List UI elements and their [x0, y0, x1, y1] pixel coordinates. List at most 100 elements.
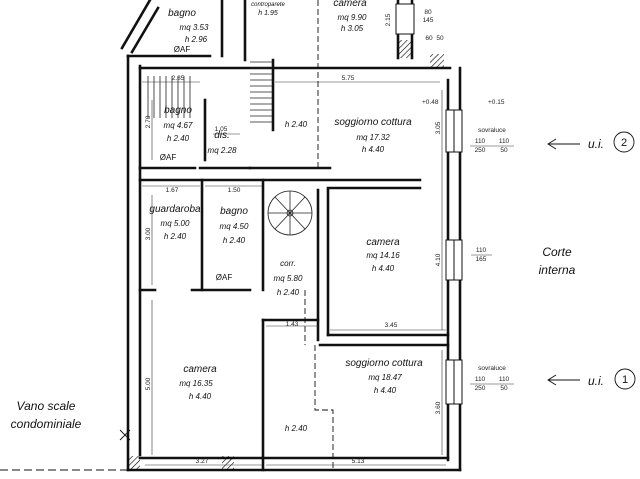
level-mark: +0.48 — [422, 99, 439, 106]
corte-title: Corte — [542, 245, 572, 259]
dimension: 3.27 — [196, 458, 209, 465]
dimension: 3.60 — [435, 401, 442, 414]
top-left-wing-wall — [120, 0, 152, 50]
dimension: 3.05 — [435, 121, 442, 134]
dimension: 3.45 — [385, 322, 398, 329]
room-height: h 4.40 — [189, 392, 212, 401]
room-name: soggiorno cottura — [334, 117, 412, 128]
room-name: bagno — [220, 206, 248, 217]
room-height: h 2.40 — [223, 236, 246, 245]
room-name: camera — [366, 237, 400, 248]
vano-subtitle: condominiale — [11, 417, 82, 431]
room-name: bagno — [164, 105, 192, 116]
dimension: 5.75 — [342, 75, 355, 82]
dimension: 1.43 — [286, 321, 299, 328]
unit-label: u.i. — [588, 137, 604, 151]
room-area: mq 5.80 — [274, 274, 303, 283]
room-height: h 4.40 — [362, 145, 385, 154]
room-area: mq 5.00 — [161, 219, 190, 228]
window-note: 110 — [476, 247, 487, 254]
unit-arrows — [547, 131, 636, 390]
window-note: 250 — [475, 385, 486, 392]
room-name: guardaroba — [149, 204, 201, 215]
dimension: 5.13 — [352, 458, 365, 465]
window-note: 50 — [500, 147, 508, 154]
room-height: h 2.40 — [167, 134, 190, 143]
room-extra: ØAF — [174, 45, 191, 54]
height-label: h 2.40 — [285, 120, 308, 129]
corte-subtitle: interna — [539, 263, 576, 277]
room-height: h 4.40 — [374, 386, 397, 395]
room-height: h 2.96 — [185, 35, 208, 44]
top-left-wing-wall-inner — [130, 6, 160, 54]
room-name: soggiorno cottura — [345, 358, 423, 369]
dimension-labels: 2.85 5.75 1.05 2.70 3.05 1.67 1.50 3.00 … — [145, 9, 444, 465]
room-height: h 2.40 — [164, 232, 187, 241]
unit-label: u.i. — [588, 374, 604, 388]
room-area: mq 9.90 — [338, 13, 367, 22]
hatch-block — [398, 40, 412, 58]
hatch-block — [430, 54, 444, 68]
room-area: controparete — [251, 2, 285, 8]
area-labels: Corte interna Vano scale condominiale — [11, 245, 576, 431]
dimension: 5.00 — [145, 377, 152, 390]
room-area: mq 18.47 — [368, 373, 402, 382]
stair-treads — [147, 61, 272, 123]
window-notes: sovraluce 110 110 250 50 110 165 sovralu… — [470, 127, 514, 392]
level-mark: +0.15 — [488, 99, 505, 106]
dimension: 50 — [436, 35, 444, 42]
dashed-line — [314, 345, 334, 470]
window-note: 110 — [475, 376, 486, 383]
room-height: h 4.40 — [372, 264, 395, 273]
dimension: 145 — [423, 17, 434, 24]
room-name: camera — [183, 364, 217, 375]
room-area: mq 14.16 — [366, 251, 400, 260]
dimension: 2.15 — [385, 13, 392, 26]
room-height: h 1.95 — [258, 10, 278, 17]
hatch-block — [222, 456, 234, 470]
window-note: 110 — [475, 138, 486, 145]
dimension: 1.50 — [228, 187, 241, 194]
window-note-top: sovraluce — [478, 127, 506, 134]
window-note: 250 — [475, 147, 486, 154]
window-note: 50 — [500, 385, 508, 392]
unit-number: 2 — [621, 137, 627, 149]
room-height: h 2.40 — [277, 288, 300, 297]
dimension-lines — [142, 81, 446, 466]
room-height: h 3.05 — [341, 24, 364, 33]
room-name: dis. — [214, 130, 230, 141]
height-label: h 2.40 — [285, 424, 308, 433]
room-area: mq 17.32 — [356, 133, 390, 142]
dimension: 4.10 — [435, 253, 442, 266]
room-extra: ØAF — [160, 153, 177, 162]
room-name: camera — [333, 0, 367, 9]
room-area: mq 2.28 — [208, 146, 237, 155]
room-name: bagno — [168, 8, 196, 19]
room-area: mq 16.35 — [179, 379, 213, 388]
window-note: 165 — [476, 256, 487, 263]
window-note: 110 — [499, 376, 510, 383]
room-area: mq 4.67 — [164, 121, 193, 130]
dimension: 1.67 — [166, 187, 179, 194]
dimension: 1.05 — [215, 126, 228, 133]
dimension: 2.70 — [145, 115, 152, 128]
room-area: mq 3.53 — [180, 23, 209, 32]
windows — [395, 3, 463, 405]
dimension: 2.85 — [172, 75, 185, 82]
window-note: 110 — [499, 138, 510, 145]
hatch-block — [128, 456, 140, 470]
level-marks: +0.48 +0.15 — [422, 99, 505, 106]
dashed-lines — [304, 0, 334, 470]
unit-tags: u.i. 2 u.i. 1 — [588, 137, 628, 388]
room-name: corr. — [280, 259, 296, 268]
room-area: mq 4.50 — [220, 222, 249, 231]
room-labels: bagno mq 3.53 h 2.96 ØAF controparete h … — [149, 0, 423, 433]
spiral-stair — [267, 190, 313, 236]
window-note-top: sovraluce — [478, 365, 506, 372]
dimension: 80 — [424, 9, 432, 16]
dimension: 60 — [425, 35, 433, 42]
entrance-mark — [0, 429, 131, 471]
wall-hatching — [128, 40, 444, 470]
vano-title: Vano scale — [17, 399, 76, 413]
